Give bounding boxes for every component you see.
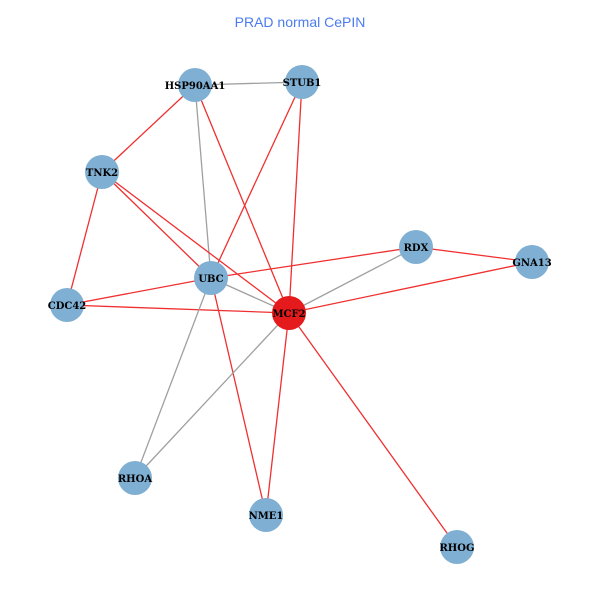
node-circle (515, 245, 549, 279)
edge-mcf2-rhoa (134, 312, 290, 479)
edge-mcf2-rdx (288, 246, 417, 314)
node-label: GNA13 (512, 258, 551, 269)
node-circle (399, 230, 433, 264)
edge-ubc-rdx (210, 246, 417, 279)
edge-mcf2-gna13 (288, 261, 533, 314)
node-label: RHOA (118, 474, 152, 485)
node-circle (50, 288, 84, 322)
node-circle (85, 155, 119, 189)
node-label: RHOG (439, 543, 474, 554)
node-label: CDC42 (48, 301, 87, 312)
node-mcf2[interactable]: MCF2 (272, 296, 306, 330)
node-label: HSP90AA1 (165, 81, 226, 92)
node-label: NME1 (249, 511, 284, 522)
node-nme1[interactable]: NME1 (249, 498, 284, 532)
edge-hsp90aa1-stub1 (194, 81, 303, 86)
edge-stub1-ubc (210, 81, 303, 279)
edge-stub1-mcf2 (288, 81, 303, 314)
node-cdc42[interactable]: CDC42 (48, 288, 87, 322)
edge-hsp90aa1-mcf2 (194, 84, 290, 314)
edge-tnk2-cdc42 (66, 171, 103, 306)
edge-ubc-nme1 (210, 277, 267, 516)
node-label: MCF2 (272, 309, 305, 320)
node-circle (285, 65, 319, 99)
edge-tnk2-ubc (101, 171, 212, 279)
edge-hsp90aa1-tnk2 (101, 84, 196, 173)
edge-tnk2-mcf2 (101, 171, 290, 314)
node-label: TNK2 (86, 168, 118, 179)
edge-rdx-gna13 (415, 246, 533, 263)
node-circle (440, 530, 474, 564)
edge-ubc-rhoa (134, 277, 212, 479)
node-tnk2[interactable]: TNK2 (85, 155, 119, 189)
node-circle (249, 498, 283, 532)
edge-cdc42-ubc (66, 277, 212, 306)
node-circle (178, 68, 212, 102)
node-circle (272, 296, 306, 330)
edge-mcf2-rhog (288, 312, 458, 548)
node-rhoa[interactable]: RHOA (118, 461, 152, 495)
node-label: STUB1 (283, 78, 322, 89)
node-ubc[interactable]: UBC (194, 261, 228, 295)
node-circle (118, 461, 152, 495)
edge-cdc42-mcf2 (66, 304, 290, 314)
edge-hsp90aa1-ubc (194, 84, 212, 279)
edge-mcf2-nme1 (265, 312, 290, 516)
node-stub1[interactable]: STUB1 (283, 65, 322, 99)
node-label: UBC (198, 274, 223, 285)
node-circle (194, 261, 228, 295)
node-gna13[interactable]: GNA13 (512, 245, 552, 279)
node-rhog[interactable]: RHOG (439, 530, 475, 564)
node-rdx[interactable]: RDX (399, 230, 433, 264)
node-label: RDX (404, 243, 429, 254)
diagram-title: PRAD normal CePIN (234, 14, 366, 30)
node-hsp90aa1[interactable]: HSP90AA1 (165, 68, 226, 102)
